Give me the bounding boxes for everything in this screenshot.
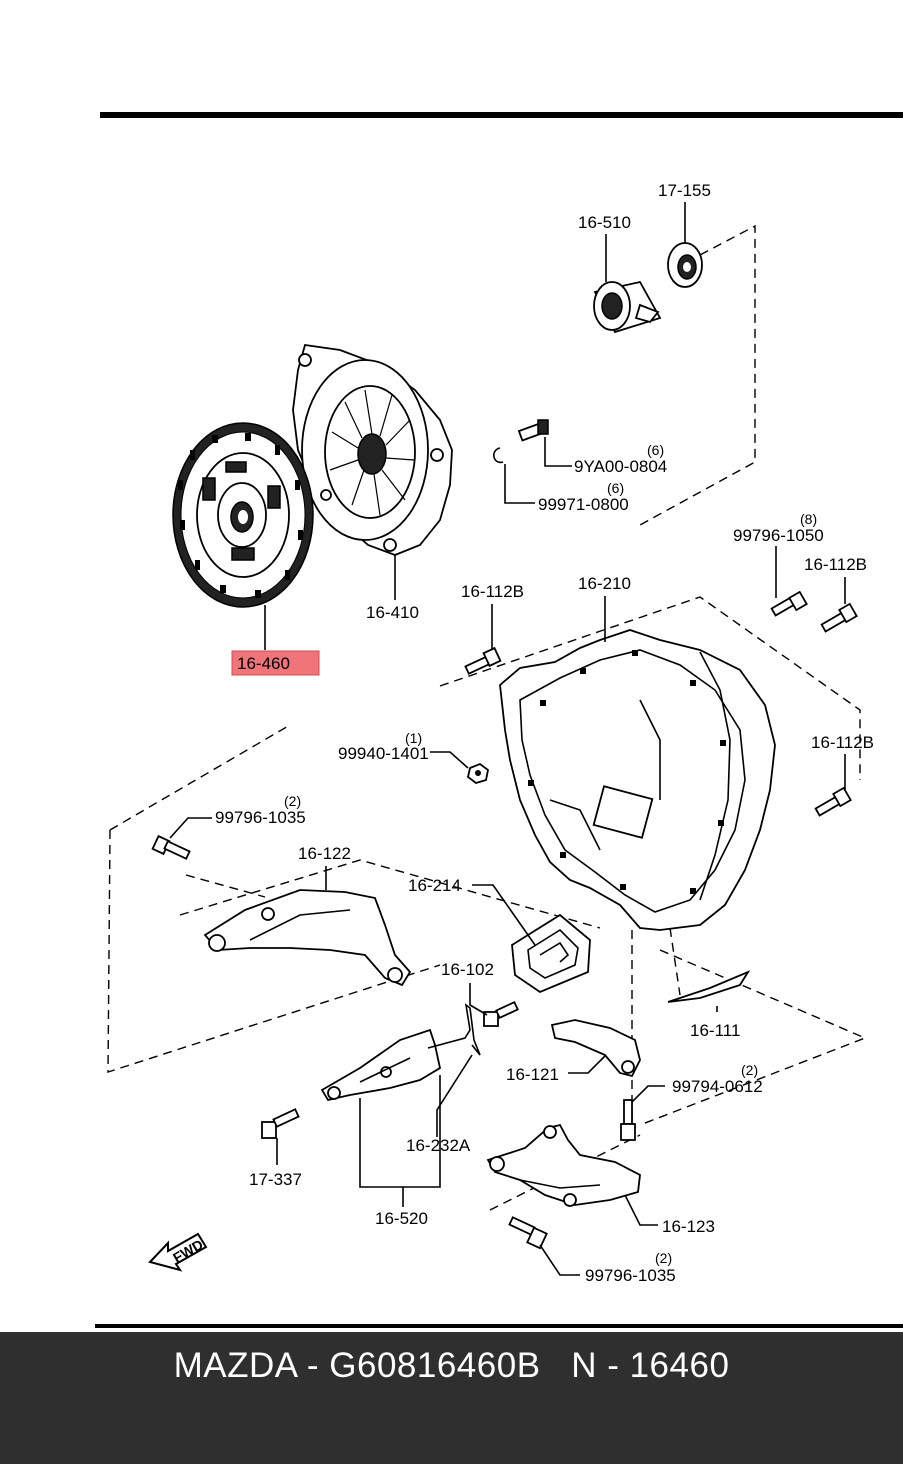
bottom-rule bbox=[95, 1324, 903, 1328]
release-fork-16-520[interactable] bbox=[320, 1028, 442, 1102]
clutch-housing-16-210[interactable] bbox=[499, 629, 776, 931]
pilot-bearing-17-155[interactable] bbox=[667, 242, 703, 288]
label-99796-1050: 99796-1050 bbox=[733, 526, 824, 545]
bracket-16-122[interactable] bbox=[203, 889, 412, 987]
label-16-122: 16-122 bbox=[298, 844, 351, 863]
bolt-99796-1035-bottom[interactable] bbox=[508, 1216, 548, 1250]
plate-16-111[interactable] bbox=[667, 970, 751, 1003]
label-9ya00-0804: 9YA00-0804 bbox=[574, 457, 667, 476]
part-number-footer: MAZDA - G60816460B N - 16460 bbox=[0, 1332, 903, 1464]
label-99794-0612: 99794-0612 bbox=[672, 1077, 763, 1096]
bracket-16-123[interactable] bbox=[486, 1123, 641, 1207]
fwd-arrow-icon: FWD bbox=[148, 1232, 208, 1272]
label-16-111: 16-111 bbox=[690, 1021, 740, 1040]
highlight-box bbox=[231, 650, 320, 676]
label-16-520: 16-520 bbox=[375, 1209, 428, 1228]
label-99796-1035-a: 99796-1035 bbox=[215, 808, 306, 827]
arm-16-121[interactable] bbox=[550, 1019, 641, 1078]
boot-16-214[interactable] bbox=[511, 913, 591, 994]
leader-lines bbox=[169, 202, 846, 1276]
clutch-disc-16-460[interactable] bbox=[172, 422, 314, 608]
label-17-155: 17-155 bbox=[658, 181, 711, 200]
label-16-112b-a: 16-112B bbox=[804, 555, 867, 574]
bolt-99796-1035-top[interactable] bbox=[151, 834, 191, 860]
label-16-121: 16-121 bbox=[506, 1065, 559, 1084]
top-rule bbox=[100, 112, 903, 118]
part-labels: 17-155 16-510 (6) 9YA00-0804 (6) 99971-0… bbox=[215, 181, 874, 1285]
label-16-123: 16-123 bbox=[662, 1217, 715, 1236]
clutch-cover-16-410[interactable] bbox=[292, 343, 453, 556]
label-16-460: 16-460 bbox=[237, 654, 290, 673]
qty-9ya00-0804: (6) bbox=[647, 442, 664, 458]
qty-99796-1035-a: (2) bbox=[284, 793, 301, 809]
nut-99940-1401[interactable] bbox=[466, 762, 489, 784]
label-16-102: 16-102 bbox=[441, 960, 494, 979]
bolt-16-112b-right-mid[interactable] bbox=[814, 786, 852, 817]
bolt-9ya00-0804[interactable] bbox=[517, 419, 549, 442]
spring-16-232a[interactable] bbox=[427, 1003, 481, 1056]
label-16-232a: 16-232A bbox=[406, 1136, 471, 1155]
qty-99796-1050: (8) bbox=[800, 511, 817, 527]
washer-99971-0800[interactable] bbox=[493, 447, 504, 464]
bolt-16-112b-left[interactable] bbox=[464, 646, 502, 675]
parts-diagram: FWD 17-155 16-510 (6) 9YA00-0804 (6) 999… bbox=[95, 112, 903, 1328]
label-16-410: 16-410 bbox=[366, 603, 419, 622]
release-bearing-16-510[interactable] bbox=[593, 280, 662, 334]
bolt-17-337[interactable] bbox=[261, 1108, 300, 1139]
label-16-112b-c: 16-112B bbox=[811, 733, 874, 752]
label-99971-0800: 99971-0800 bbox=[538, 495, 629, 514]
label-16-112b-b: 16-112B bbox=[461, 582, 524, 601]
label-16-210: 16-210 bbox=[578, 574, 631, 593]
qty-99796-1035-b: (2) bbox=[655, 1250, 672, 1266]
qty-99940-1401: (1) bbox=[405, 730, 422, 746]
footer-text: MAZDA - G60816460B N - 16460 bbox=[173, 1346, 730, 1385]
bolt-99794-0612[interactable] bbox=[620, 1099, 636, 1141]
label-17-337: 17-337 bbox=[249, 1170, 302, 1189]
label-16-214: 16-214 bbox=[408, 876, 461, 895]
bolt-99796-1050[interactable] bbox=[770, 590, 808, 617]
bolt-16-112b-right-top[interactable] bbox=[820, 602, 858, 633]
qty-99794-0612: (2) bbox=[741, 1062, 758, 1078]
label-99940-1401: 99940-1401 bbox=[338, 744, 429, 763]
label-99796-1035-b: 99796-1035 bbox=[585, 1266, 676, 1285]
qty-99971-0800: (6) bbox=[607, 480, 624, 496]
label-16-510: 16-510 bbox=[578, 213, 631, 232]
bolt-16-102[interactable] bbox=[483, 1000, 519, 1027]
